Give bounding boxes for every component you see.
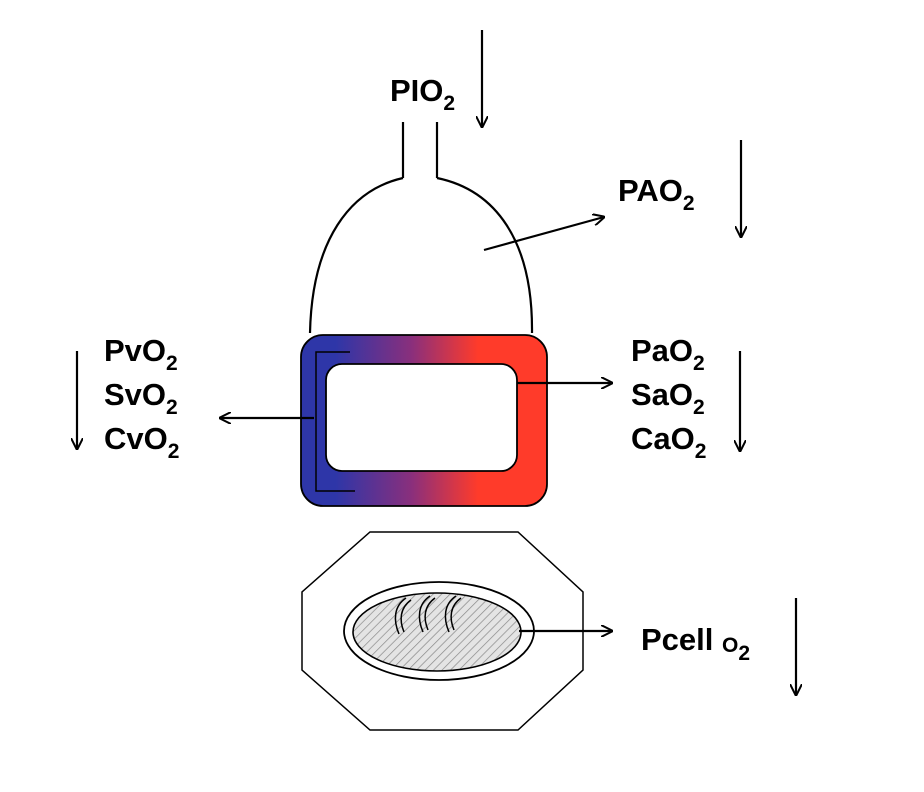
crista-2 bbox=[418, 595, 431, 633]
cvo2-label: CvO2 bbox=[104, 421, 179, 463]
alveolus-sac bbox=[308, 176, 534, 334]
pcell-o2-label: Pcell O2 bbox=[641, 622, 750, 665]
svo2-label: SvO2 bbox=[104, 377, 178, 419]
sao2-label: SaO2 bbox=[631, 377, 705, 419]
crista-3b bbox=[450, 597, 462, 631]
tissue-cell bbox=[301, 531, 584, 731]
capillary-loop bbox=[300, 334, 548, 507]
alveolus bbox=[308, 122, 534, 334]
alveolar-diffusion-arrow bbox=[483, 217, 604, 252]
crista-1 bbox=[394, 597, 407, 635]
pao2-arterial-label: PaO2 bbox=[631, 333, 705, 375]
cao2-label: CaO2 bbox=[631, 421, 706, 463]
pio2-label: PIO2 bbox=[390, 73, 455, 115]
crista-3 bbox=[444, 595, 457, 633]
pvo2-label: PvO2 bbox=[104, 333, 178, 375]
capillary-lumen bbox=[325, 363, 518, 472]
venous-flow-bracket bbox=[315, 351, 355, 492]
mitochondrion-inner bbox=[352, 592, 522, 672]
pao2-alveolar-label: PAO2 bbox=[618, 173, 695, 215]
crista-1b bbox=[400, 599, 412, 633]
crista-2b bbox=[424, 597, 436, 631]
